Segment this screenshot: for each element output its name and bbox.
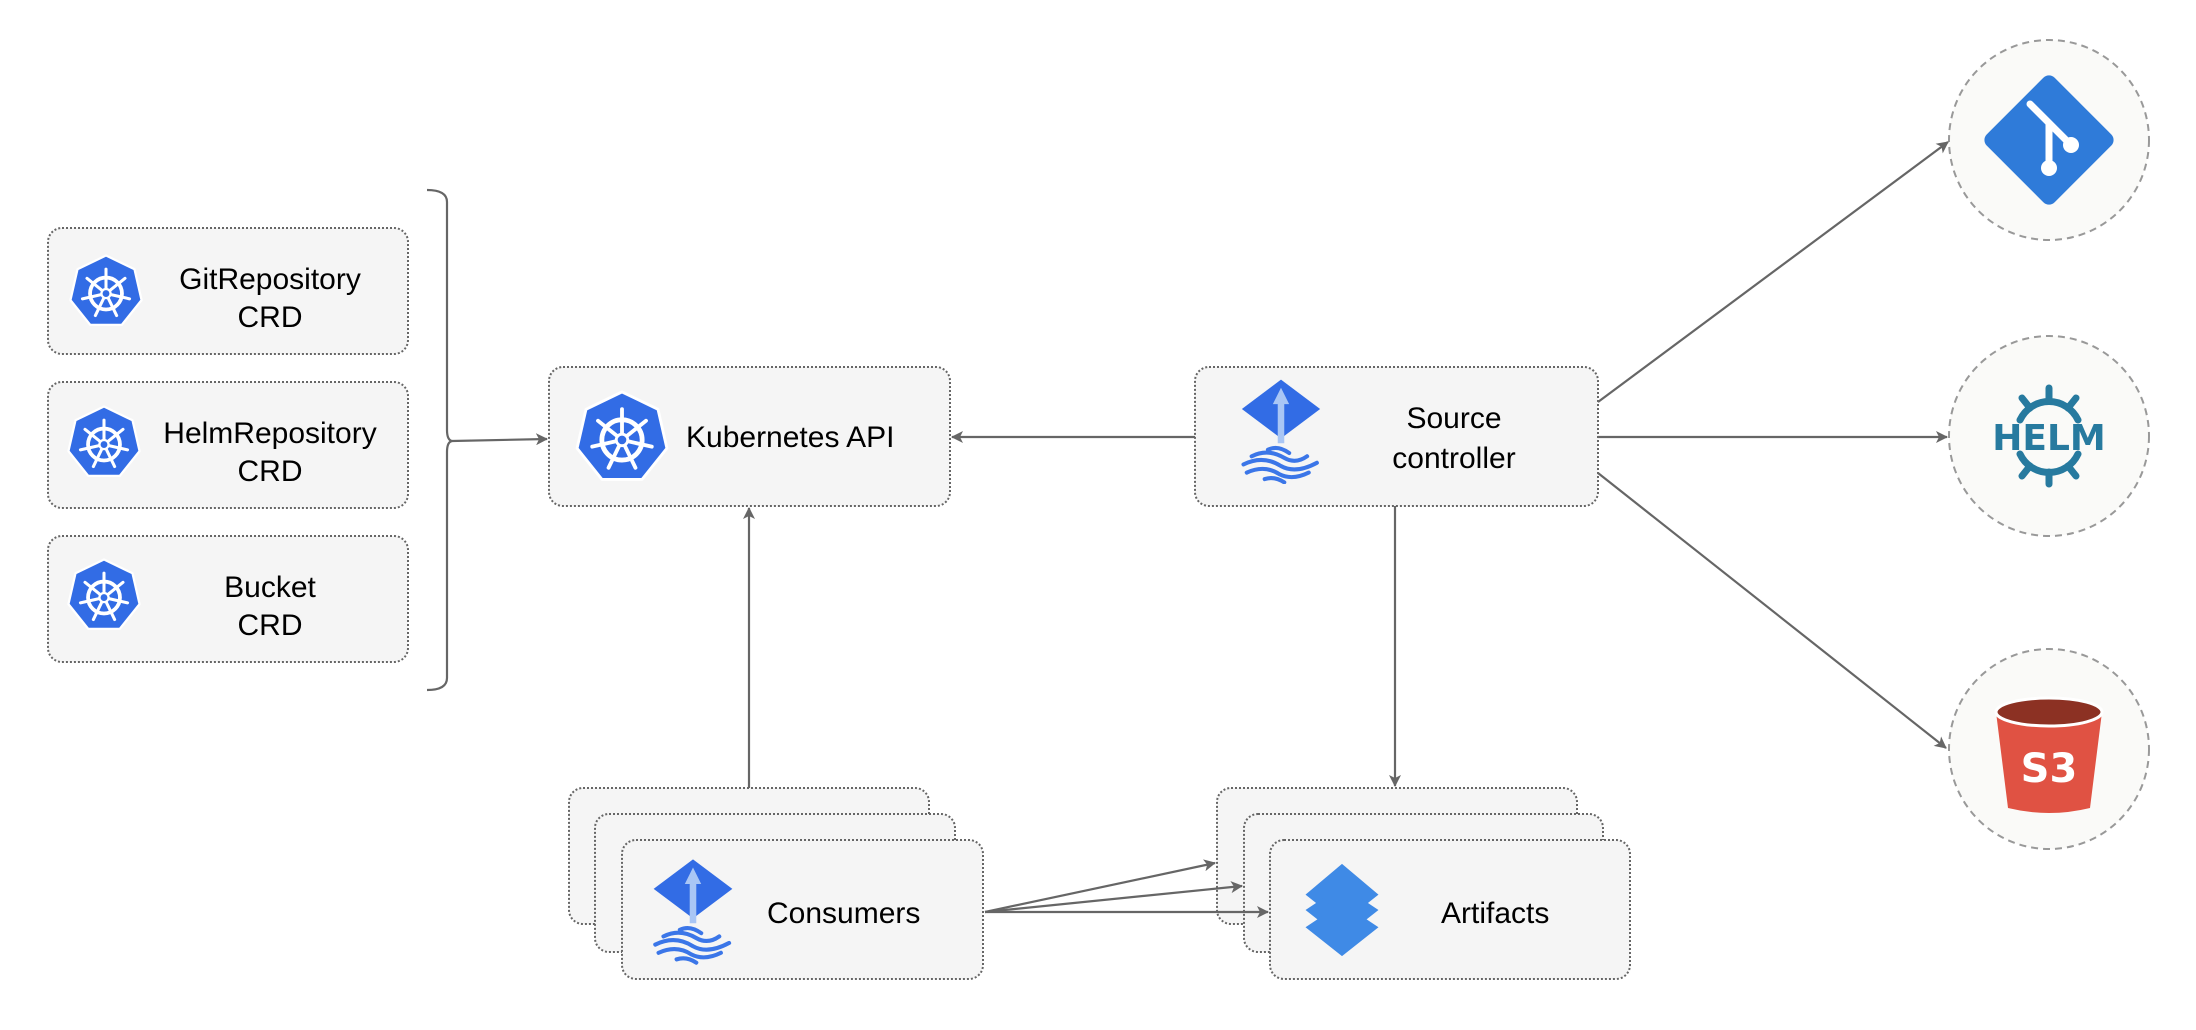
crd-node-helmrepository: HelmRepository CRD [47, 381, 409, 509]
source-controller-label-line2: controller [1392, 442, 1515, 475]
s3-bucket-icon: S3 [1994, 696, 2104, 813]
source-controller-label-line1: Source [1406, 402, 1501, 435]
consumers-label: Consumers [767, 897, 920, 930]
crd-kind: CRD [238, 609, 303, 642]
edge-crds-to-kubernetes-api [451, 433, 548, 446]
source-controller-node: Source controller [1194, 366, 1599, 507]
git-icon [1984, 75, 2114, 205]
helm-icon [2016, 384, 2082, 488]
edge-source-controller-to-git [1597, 141, 1949, 403]
crd-name: Bucket [224, 571, 316, 604]
artifacts-label: Artifacts [1441, 897, 1549, 930]
crd-kind: CRD [238, 301, 303, 334]
crd-kind: CRD [238, 455, 303, 488]
kubernetes-api-node: Kubernetes API [548, 366, 951, 507]
crd-name: GitRepository [179, 263, 361, 296]
edge-consumers-to-artifacts [984, 881, 1243, 914]
s3-logo-text: S3 [2021, 746, 2078, 792]
artifacts-node: Artifacts [1216, 787, 1631, 980]
s3-source: S3 [1948, 648, 2150, 850]
edge-consumers-to-artifacts [984, 859, 1216, 914]
crd-node-gitrepository: GitRepository CRD [47, 227, 409, 355]
kubernetes-api-label: Kubernetes API [686, 421, 894, 454]
git-source [1948, 39, 2150, 241]
helm-source: HELM [1948, 335, 2150, 537]
edge-source-controller-to-s3 [1597, 472, 1947, 749]
helm-logo-text: HELM [1992, 418, 2105, 459]
crd-group-brace [426, 188, 453, 692]
crd-node-bucket: Bucket CRD [47, 535, 409, 663]
crd-name: HelmRepository [163, 417, 376, 450]
consumers-node: Consumers [568, 787, 984, 980]
